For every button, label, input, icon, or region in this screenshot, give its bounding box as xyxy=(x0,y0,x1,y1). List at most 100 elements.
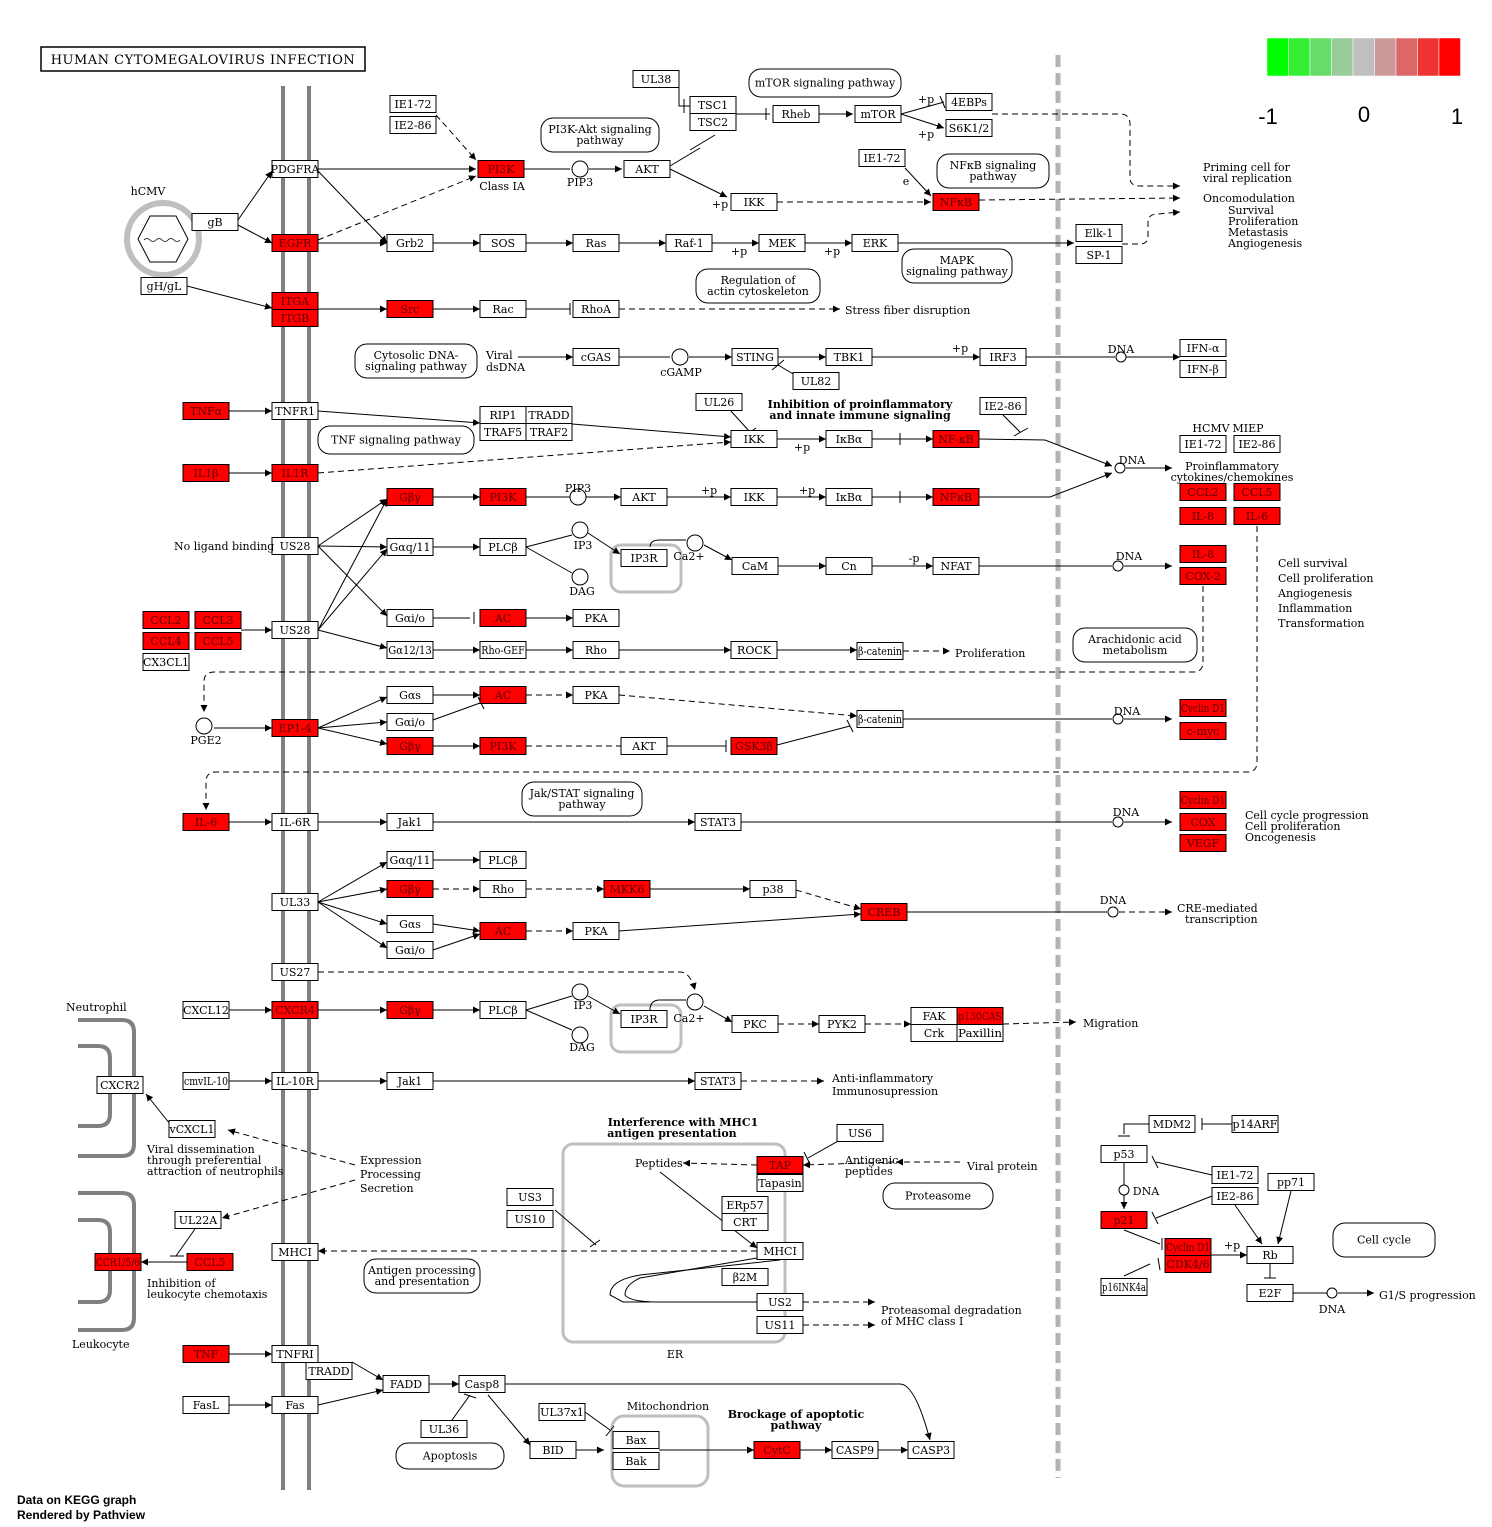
gene-node-tsc1[interactable]: TSC1 xyxy=(689,96,737,114)
gene-node-plc[interactable]: PLCβ xyxy=(479,851,527,869)
gene-node-casp8[interactable]: Casp8 xyxy=(458,1375,506,1393)
gene-node-sos[interactable]: SOS xyxy=(479,234,527,252)
gene-node-itgb[interactable]: ITGB xyxy=(271,309,319,327)
gene-node-sting[interactable]: STING xyxy=(731,348,779,366)
gene-node-traf5[interactable]: TRAF5 xyxy=(479,423,527,441)
gene-node-cdk4-6[interactable]: CDK4/6 xyxy=(1164,1255,1212,1273)
gene-node-ip3r[interactable]: IP3R xyxy=(620,1010,668,1028)
gene-node-2m[interactable]: β2M xyxy=(721,1268,769,1286)
gene-node-il-6[interactable]: IL-6 xyxy=(1233,507,1281,525)
gene-node-mtor[interactable]: mTOR xyxy=(854,105,902,123)
gene-node-fas[interactable]: Fas xyxy=(271,1396,319,1414)
gene-node-us28[interactable]: US28 xyxy=(271,537,319,555)
gene-node-cmvil-10[interactable]: cmvIL-10 xyxy=(182,1072,230,1090)
gene-node-cxcl12[interactable]: CXCL12 xyxy=(182,1001,230,1019)
gene-node-ie1-72[interactable]: IE1-72 xyxy=(389,95,437,113)
gene-node-traf2[interactable]: TRAF2 xyxy=(525,423,573,441)
gene-node-vcxcl1[interactable]: vCXCL1 xyxy=(168,1120,216,1138)
gene-node-ac[interactable]: AC xyxy=(479,922,527,940)
gene-node-casp3[interactable]: CASP3 xyxy=(907,1441,955,1459)
gene-node-pi3k[interactable]: PI3K xyxy=(479,488,527,506)
gene-node-us6[interactable]: US6 xyxy=(836,1124,884,1142)
gene-node-ac[interactable]: AC xyxy=(479,609,527,627)
gene-node-mek[interactable]: MEK xyxy=(758,234,806,252)
gene-node-nf-b[interactable]: NF-κB xyxy=(932,430,980,448)
gene-node-cx3cl1[interactable]: CX3CL1 xyxy=(142,653,190,671)
gene-node-il-6[interactable]: IL-6 xyxy=(182,813,230,831)
gene-node-mhci[interactable]: MHCI xyxy=(756,1242,804,1260)
gene-node-cyclin-d1[interactable]: Cyclin D1 xyxy=(1179,699,1227,717)
gene-node-c-myc[interactable]: c-myc xyxy=(1179,722,1227,740)
gene-node-paxillin[interactable]: Paxillin xyxy=(956,1024,1004,1042)
gene-node-pi3k[interactable]: PI3K xyxy=(477,160,525,178)
gene-node-gb[interactable]: gB xyxy=(191,213,239,231)
gene-node-cytc[interactable]: CytC xyxy=(753,1441,801,1459)
gene-node-us3[interactable]: US3 xyxy=(506,1188,554,1206)
gene-node-g[interactable]: Gβγ xyxy=(386,880,434,898)
gene-node-src[interactable]: Src xyxy=(386,300,434,318)
gene-node-us10[interactable]: US10 xyxy=(506,1210,554,1228)
gene-node-g-s[interactable]: Gαs xyxy=(386,915,434,933)
gene-node-p53[interactable]: p53 xyxy=(1100,1145,1148,1163)
gene-node-pi3k[interactable]: PI3K xyxy=(479,737,527,755)
gene-node-il1[interactable]: IL1β xyxy=(182,464,230,482)
gene-node-cyclin-d1[interactable]: Cyclin D1 xyxy=(1164,1238,1212,1256)
pathway-map-tnf-signaling-pathway[interactable]: TNF signaling pathway xyxy=(317,425,475,455)
gene-node-mkk6[interactable]: MKK6 xyxy=(603,880,651,898)
gene-node-ccl3[interactable]: CCL3 xyxy=(194,611,242,629)
gene-node-p16ink4a[interactable]: p16INK4a xyxy=(1100,1278,1148,1296)
gene-node-ie2-86[interactable]: IE2-86 xyxy=(389,116,437,134)
gene-node-casp9[interactable]: CASP9 xyxy=(831,1441,879,1459)
gene-node-egfr[interactable]: EGFR xyxy=(271,234,319,252)
gene-node-ccl4[interactable]: CCL4 xyxy=(142,632,190,650)
gene-node-tnfr1[interactable]: TNFR1 xyxy=(271,402,319,420)
gene-node-ccl2[interactable]: CCL2 xyxy=(1179,483,1227,501)
gene-node-ul37x1[interactable]: UL37x1 xyxy=(538,1403,586,1421)
gene-node-rhoa[interactable]: RhoA xyxy=(572,300,620,318)
gene-node-rho[interactable]: Rho xyxy=(479,880,527,898)
gene-node-p14arf[interactable]: p14ARF xyxy=(1231,1115,1279,1133)
gene-node-g-i-o[interactable]: Gαi/o xyxy=(386,713,434,731)
gene-node-fak[interactable]: FAK xyxy=(910,1007,958,1025)
gene-node-catenin[interactable]: β-catenin xyxy=(856,642,904,660)
gene-node-p38[interactable]: p38 xyxy=(749,880,797,898)
gene-node-us11[interactable]: US11 xyxy=(756,1316,804,1334)
gene-node-rheb[interactable]: Rheb xyxy=(772,105,820,123)
gene-node-g-q-11[interactable]: Gαq/11 xyxy=(386,538,434,556)
gene-node-rho-gef[interactable]: Rho-GEF xyxy=(479,641,527,659)
gene-node-stat3[interactable]: STAT3 xyxy=(694,813,742,831)
gene-node-i-b[interactable]: IκBα xyxy=(825,488,873,506)
gene-node-pka[interactable]: PKA xyxy=(572,686,620,704)
gene-node-tradd[interactable]: TRADD xyxy=(525,406,573,424)
gene-node-jak1[interactable]: Jak1 xyxy=(386,813,434,831)
gene-node-ul36[interactable]: UL36 xyxy=(420,1420,468,1438)
gene-node-us27[interactable]: US27 xyxy=(271,963,319,981)
gene-node-ifn[interactable]: IFN-β xyxy=(1179,360,1227,378)
gene-node-akt[interactable]: AKT xyxy=(620,737,668,755)
gene-node-il-8[interactable]: IL-8 xyxy=(1179,545,1227,563)
gene-node-s6k1-2[interactable]: S6K1/2 xyxy=(945,119,993,137)
gene-node-cn[interactable]: Cn xyxy=(825,557,873,575)
gene-node-ikk[interactable]: IKK xyxy=(730,193,778,211)
gene-node-ie2-86[interactable]: IE2-86 xyxy=(1233,435,1281,453)
pathway-map-apoptosis[interactable]: Apoptosis xyxy=(395,1442,505,1470)
gene-node-g-i-o[interactable]: Gαi/o xyxy=(386,609,434,627)
gene-node-bax[interactable]: Bax xyxy=(612,1431,660,1449)
pathway-map-cell-cycle[interactable]: Cell cycle xyxy=(1332,1222,1436,1258)
gene-node-mdm2[interactable]: MDM2 xyxy=(1148,1115,1196,1133)
gene-node-ul26[interactable]: UL26 xyxy=(695,393,743,411)
gene-node-creb[interactable]: CREB xyxy=(860,903,908,921)
gene-node-ifn[interactable]: IFN-α xyxy=(1179,339,1227,357)
gene-node-ac[interactable]: AC xyxy=(479,686,527,704)
gene-node-ccl5[interactable]: CCL5 xyxy=(186,1253,234,1271)
gene-node-plc[interactable]: PLCβ xyxy=(479,538,527,556)
gene-node-pdgfra[interactable]: PDGFRA xyxy=(271,160,321,178)
gene-node-bak[interactable]: Bak xyxy=(612,1452,660,1470)
gene-node-elk-1[interactable]: Elk-1 xyxy=(1075,224,1123,242)
gene-node-g-s[interactable]: Gαs xyxy=(386,686,434,704)
gene-node-p130cas[interactable]: p130CAS xyxy=(956,1007,1004,1025)
